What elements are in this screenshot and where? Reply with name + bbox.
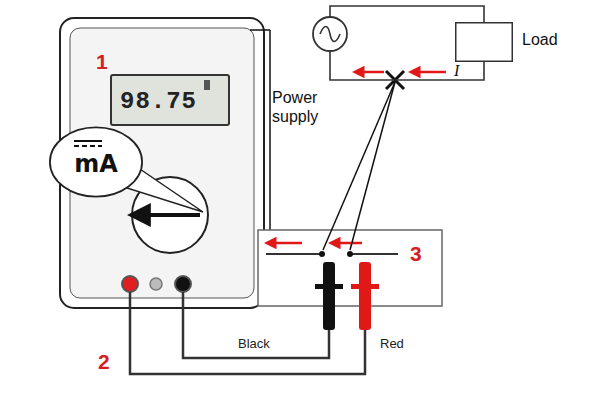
break-point <box>319 251 325 257</box>
load-label: Load <box>522 31 558 49</box>
range-label: mA <box>48 126 144 178</box>
break-box <box>258 230 442 306</box>
power-supply-label: Power supply <box>272 88 336 126</box>
circuit-wire <box>330 6 484 22</box>
display-reading: 98.75 <box>112 76 228 115</box>
lead-label: Black <box>238 336 270 351</box>
current-arrow <box>362 71 384 74</box>
callout-number: 2 <box>98 350 110 374</box>
meter-edge-line <box>250 29 270 31</box>
break-point <box>347 251 353 257</box>
break-wire <box>266 253 322 255</box>
terminal-red <box>122 276 138 292</box>
lcd-display: 98.75 <box>110 74 230 126</box>
break-wire <box>350 253 398 255</box>
leader-line <box>323 82 395 250</box>
power-supply-symbol: Power supply <box>312 16 348 52</box>
leader-line <box>350 82 395 250</box>
current-arrow <box>418 71 446 74</box>
current-arrow <box>274 242 302 245</box>
terminal-com <box>150 278 162 290</box>
current-symbol: I <box>454 62 459 80</box>
lead-label: Red <box>380 336 404 351</box>
black-probe-guard <box>315 284 343 289</box>
current-arrow <box>338 242 362 245</box>
dial-pointer <box>146 213 200 217</box>
power-supply-symbol-outline <box>312 16 348 52</box>
load-box: Load <box>455 22 513 62</box>
callout-number: 3 <box>410 242 422 266</box>
mode-bubble: mA <box>48 126 144 198</box>
black-probe <box>323 262 335 330</box>
red-probe-guard <box>351 284 379 289</box>
callout-number: 1 <box>96 50 108 74</box>
terminal-black <box>175 276 191 292</box>
red-probe <box>359 262 371 330</box>
load-box-outline <box>455 22 513 62</box>
